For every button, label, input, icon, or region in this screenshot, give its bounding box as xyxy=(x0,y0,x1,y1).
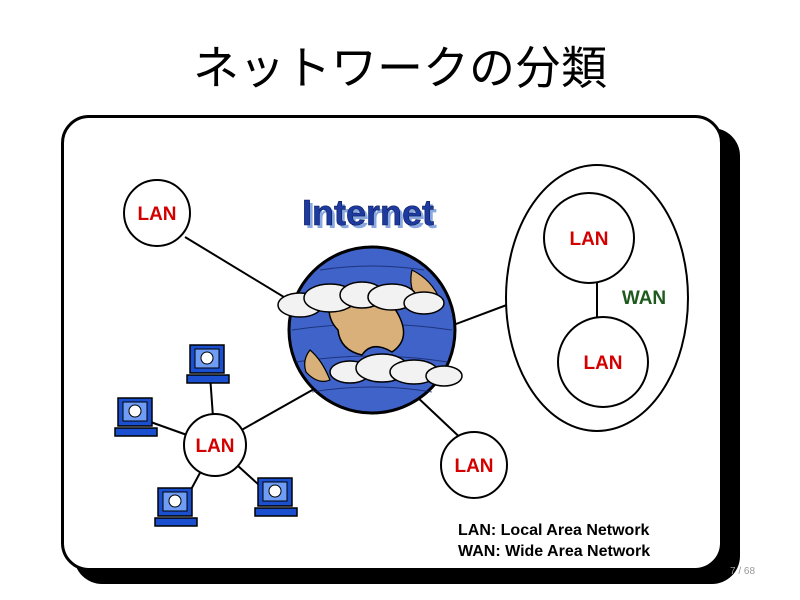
computer-icon xyxy=(154,487,198,527)
wan-label: WAN xyxy=(622,288,666,309)
lan-label: LAN xyxy=(569,229,608,250)
lan-node-hub: LAN xyxy=(183,413,247,477)
legend-wan: WAN: Wide Area Network xyxy=(458,543,651,560)
computer-icon xyxy=(114,397,158,437)
globe-with-clouds-icon xyxy=(277,245,463,415)
computer-icon xyxy=(254,477,298,517)
computer-icon xyxy=(186,344,230,384)
lan-label: LAN xyxy=(583,353,622,374)
internet-label: Internet xyxy=(302,192,434,233)
slide-title: ネットワークの分類 xyxy=(193,41,607,95)
internet-label-shadow: Internet xyxy=(305,195,437,236)
lan-node-wan-top: LAN xyxy=(543,192,635,284)
lan-node-topleft: LAN xyxy=(123,179,191,247)
lan-label: LAN xyxy=(195,436,234,457)
legend-lan: LAN: Local Area Network xyxy=(458,522,650,539)
page-number: 7 / 68 xyxy=(730,566,756,577)
lan-label: LAN xyxy=(137,204,176,225)
lan-label: LAN xyxy=(454,456,493,477)
legend: LAN: Local Area Network WAN: Wide Area N… xyxy=(458,520,650,562)
lan-node-bottom: LAN xyxy=(440,431,508,499)
lan-node-wan-bottom: LAN xyxy=(557,316,649,408)
